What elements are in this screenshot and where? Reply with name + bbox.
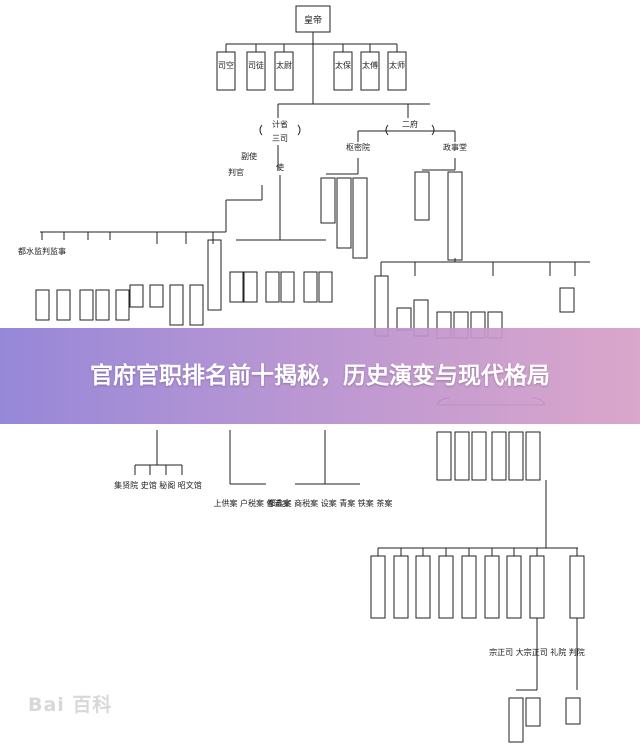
- banner-title: 官府官职排名前十揭秘，历史演变与现代格局: [90, 363, 550, 389]
- tongping-box: [447, 171, 463, 261]
- taishi-label: 太师: [389, 60, 405, 70]
- tongzhi-box: [508, 697, 524, 743]
- taishi-box: [387, 51, 407, 91]
- fushi-label: 副使: [241, 151, 257, 161]
- jisheng-label: 计省: [272, 119, 288, 129]
- jian-boxes: [35, 232, 130, 321]
- situ-label: 司徒: [248, 60, 264, 70]
- taibao-box: [333, 51, 353, 91]
- sansi-label: 三司: [272, 134, 288, 143]
- taiwei-box: [274, 51, 294, 91]
- erfu-label: 二府: [402, 119, 418, 129]
- nine-si-boxes: [370, 555, 585, 619]
- hubu-fushi-box: [229, 271, 244, 303]
- qianshu-box: [320, 177, 336, 224]
- sikong-box: [216, 51, 236, 91]
- judge-note-text: 宗正司 大宗正司 礼院 判院: [489, 647, 585, 657]
- six-bu-boxes: [436, 431, 541, 481]
- canzhi-box: [414, 171, 430, 221]
- title-banner: 官府官职排名前十揭秘，历史演变与现代格局: [0, 328, 640, 424]
- yantie-fushi-box: [303, 271, 318, 303]
- yushidafu-box: [189, 284, 204, 326]
- menxia-box: [374, 275, 389, 337]
- right-cases-text: 都盐案 商税案 设案 青案 铁案 茶案: [268, 498, 393, 508]
- dushui-label: 都水监判监事: [18, 246, 66, 256]
- taifu-box: [360, 51, 380, 91]
- fushumi-box: [336, 177, 352, 249]
- watermark-logo: Bai 百科: [28, 694, 113, 716]
- shi-label: 使: [276, 162, 284, 172]
- jian-box: [149, 284, 164, 308]
- sikong-label: 司空: [218, 60, 234, 70]
- panyuan-box: [565, 697, 581, 725]
- hanlin-box: [207, 239, 222, 311]
- shumiyuan-label: 枢密院: [346, 142, 370, 152]
- situ-box: [246, 51, 266, 91]
- mid-cases-text: 上供案 户税案 修造案: [213, 498, 290, 508]
- hubu-shi-box: [243, 271, 258, 303]
- yushizhongcheng-box: [169, 284, 184, 326]
- duzhi-shi-box: [280, 271, 295, 303]
- yantie-shi-box: [318, 271, 333, 303]
- duzhi-fushi-box: [265, 271, 280, 303]
- shumishi-box: [352, 177, 368, 259]
- bottom-left-text: 集贤院 史馆 秘阁 昭文馆: [114, 480, 202, 490]
- top-row: [216, 44, 407, 91]
- panguan-label: 判官: [228, 167, 244, 177]
- taibao-label: 太保: [335, 60, 351, 70]
- taiwei-label: 太尉: [276, 60, 292, 70]
- emperor-label: 皇帝: [304, 14, 322, 26]
- shaojian-box: [129, 284, 144, 308]
- zhizheng-box: [525, 697, 541, 727]
- taifu-label: 太傅: [362, 60, 378, 70]
- zhongshu-she-box: [396, 307, 412, 331]
- xuanhui-box: [559, 287, 575, 313]
- zhengshitang-label: 政事堂: [443, 142, 467, 152]
